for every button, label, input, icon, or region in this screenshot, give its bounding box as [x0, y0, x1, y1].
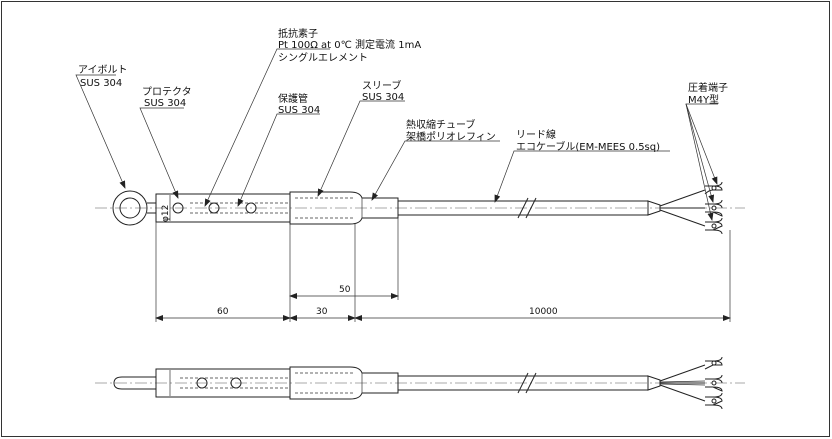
protector-name: プロテクタ — [142, 86, 192, 98]
dimensions: 50 60 30 10000 — [155, 218, 731, 322]
lead-cable — [398, 197, 661, 219]
eyebolt-material: SUS 304 — [80, 78, 122, 89]
side-view — [95, 356, 745, 410]
dim-50: 50 — [339, 285, 351, 295]
diameter-label: φ12 — [161, 205, 171, 222]
heat-shrink-material: 架橋ポリオレフィン — [406, 130, 496, 143]
element-spec: Pt 100Ω at 0℃ 測定電流 1mA — [278, 38, 421, 51]
element-type: シングルエレメント — [278, 51, 368, 64]
element-name: 抵抗素子 — [278, 27, 318, 40]
crimp-terminals-top — [659, 181, 723, 235]
terminal-name: 圧着端子 — [688, 81, 728, 94]
terminal-type: M4Y型 — [688, 93, 719, 106]
lead-wire-name: リード線 — [516, 128, 556, 141]
protector-material: SUS 304 — [144, 98, 186, 109]
sleeve-material: SUS 304 — [362, 92, 404, 103]
callout-texts: アイボルト SUS 304 プロテクタ SUS 304 抵抗素子 Pt 100Ω… — [78, 27, 728, 153]
eyebolt-ring — [112, 190, 156, 226]
eyebolt-name: アイボルト — [78, 64, 128, 76]
lead-wire-spec: エコケーブル(EM-MEES 0.5sq) — [516, 140, 660, 153]
dim-30: 30 — [316, 307, 328, 317]
protection-tube-material: SUS 304 — [278, 105, 320, 116]
protection-tube-name: 保護管 — [278, 92, 308, 105]
dim-10000: 10000 — [529, 307, 558, 317]
sleeve-name: スリーブ — [362, 79, 401, 92]
heat-shrink-name: 熱収縮チューブ — [406, 118, 475, 131]
dim-60: 60 — [217, 307, 229, 317]
top-view: φ12 — [95, 181, 745, 235]
leaders — [75, 48, 718, 221]
